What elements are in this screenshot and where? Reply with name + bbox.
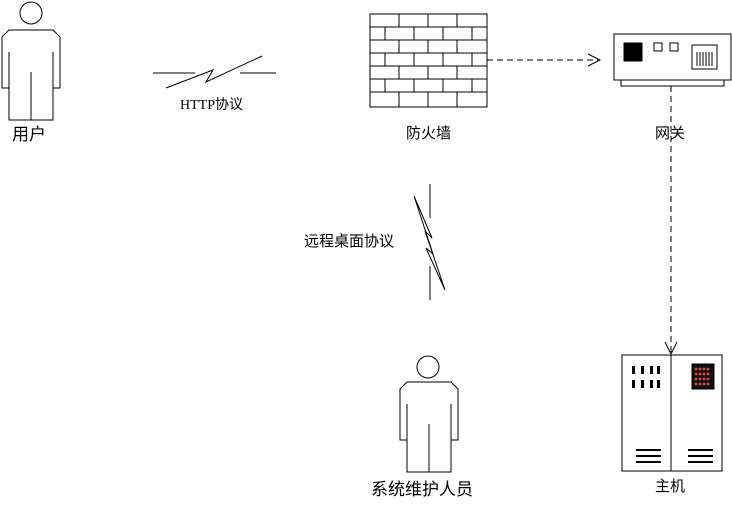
firewall-label: 防火墙 [406,124,452,142]
maintainer-person-icon [399,355,459,473]
rdp-protocol-label: 远程桌面协议 [304,232,395,250]
http-lightning-icon [153,55,276,89]
rdp-lightning-icon [413,184,446,300]
gateway-to-host-arrow [664,86,678,356]
host-label: 主机 [655,477,686,495]
user-label: 用户 [12,125,46,145]
server-host-icon [621,354,723,472]
gateway-label: 网关 [655,124,686,142]
http-protocol-label: HTTP协议 [180,98,243,113]
firewall-to-gateway-arrow [487,53,602,67]
user-person-icon [1,1,61,121]
firewall-brick-icon [369,13,488,108]
maintainer-label: 系统维护人员 [371,480,473,500]
gateway-device-icon [613,33,732,87]
